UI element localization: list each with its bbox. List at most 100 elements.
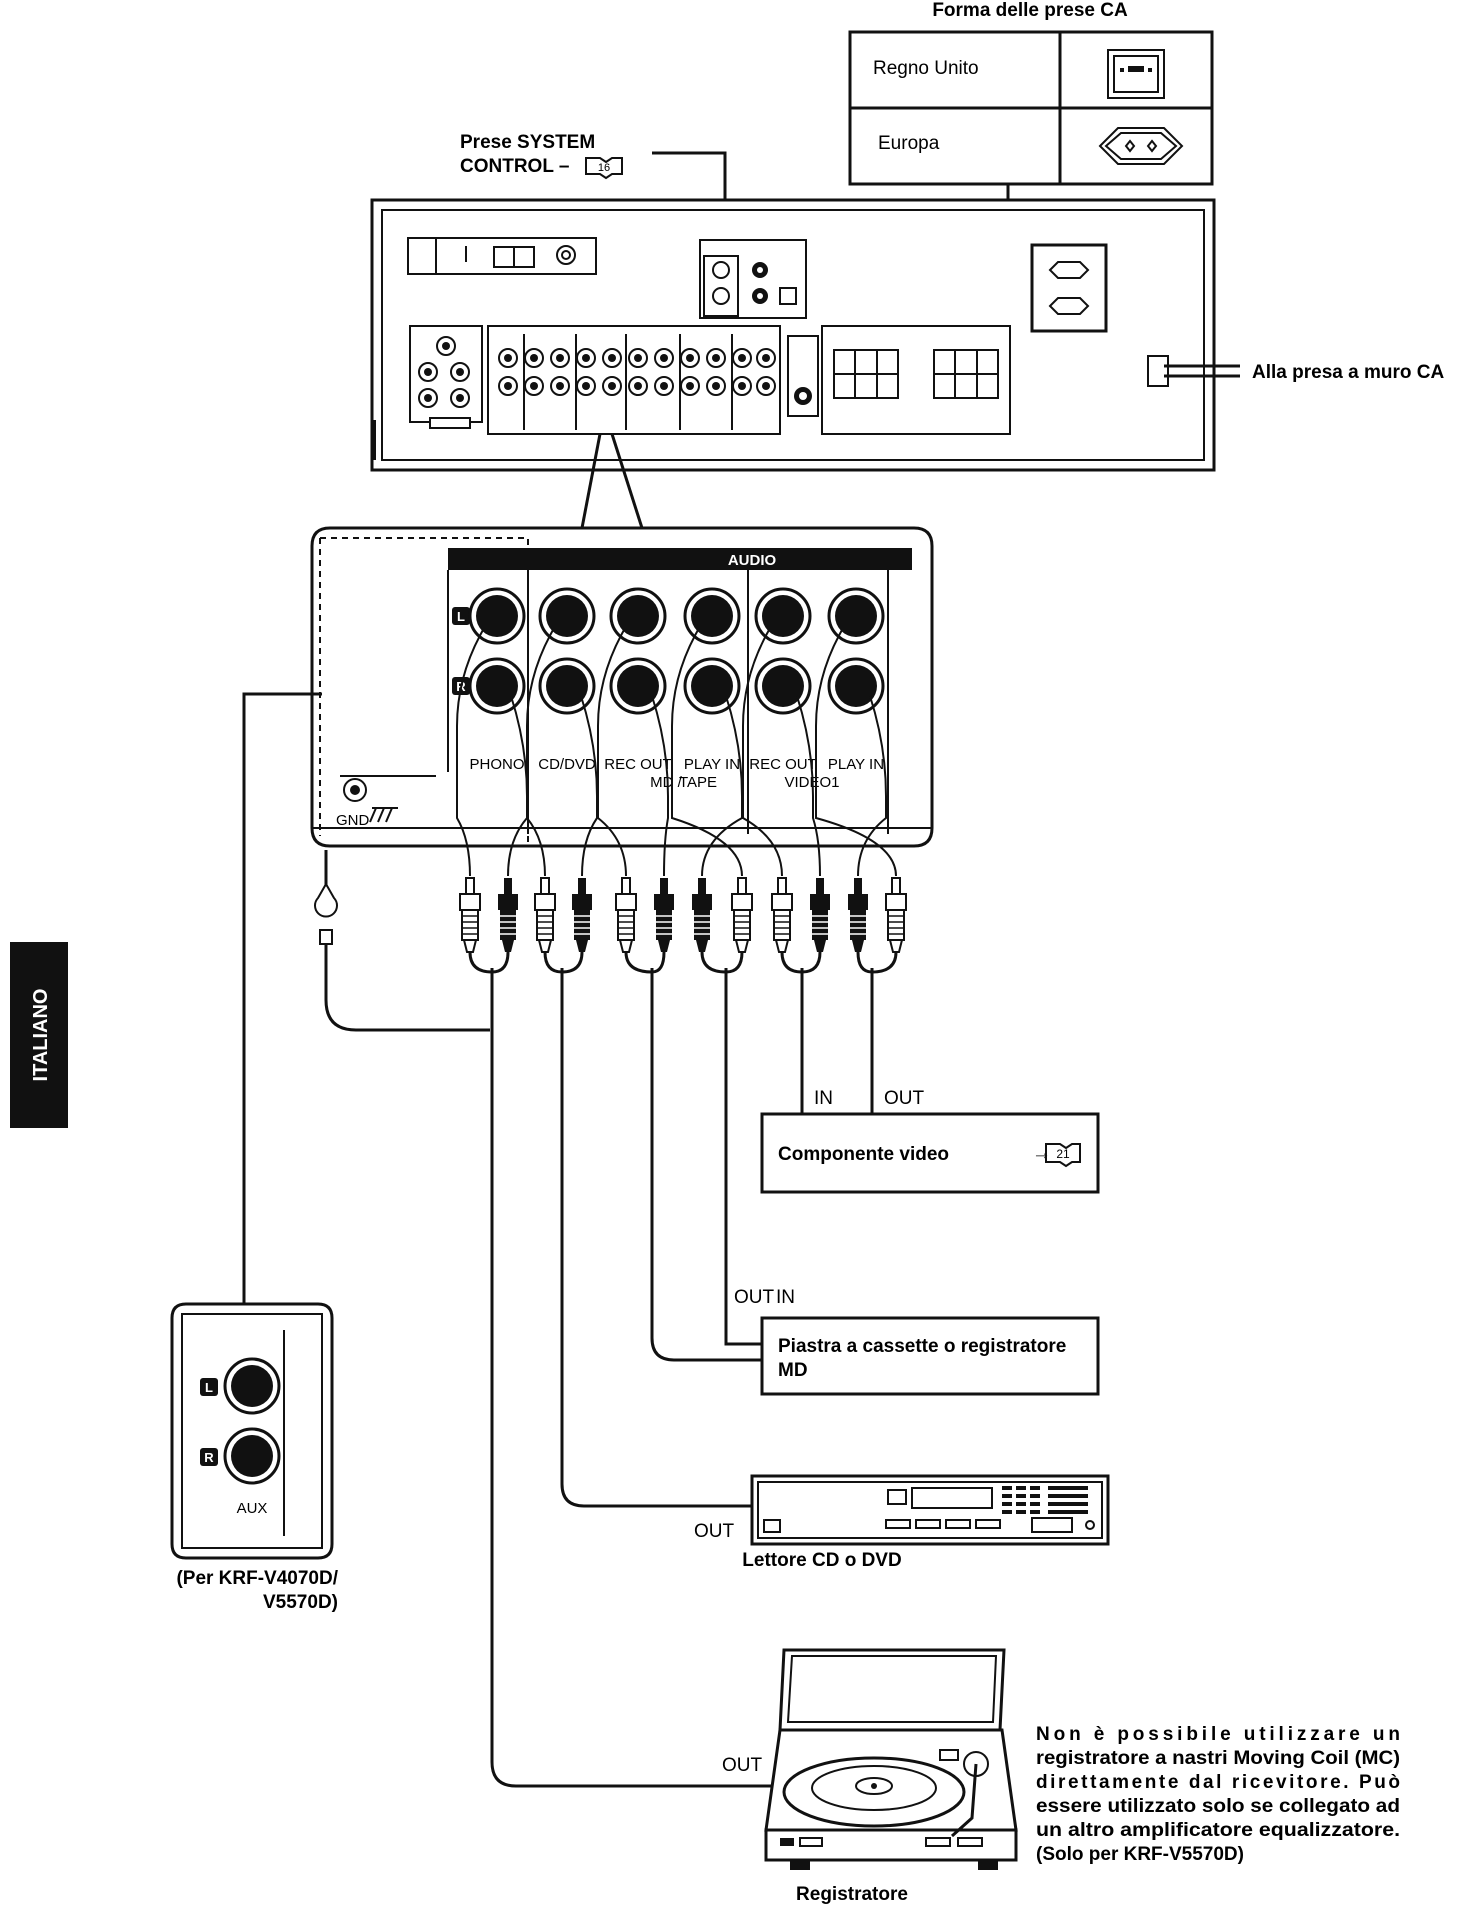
turntable-cable xyxy=(490,968,786,1788)
ground-wire xyxy=(314,850,490,1032)
turntable-icon xyxy=(764,1648,1018,1870)
video-in-label: IN xyxy=(814,1088,833,1109)
svg-text:essere utilizzato solo se coll: essere utilizzato solo se collegato ad xyxy=(1036,1796,1400,1817)
cable-wire xyxy=(671,629,743,877)
speaker-terminal-a xyxy=(833,349,899,399)
gnd-label: GND xyxy=(336,812,370,829)
cable-wire xyxy=(597,629,627,877)
aux-jack-r xyxy=(223,1427,281,1485)
turntable-title: Registratore xyxy=(796,1884,908,1905)
tape-out-label: OUT xyxy=(734,1287,775,1308)
cable-wire xyxy=(815,629,897,877)
svg-text:registratore a nastri Moving C: registratore a nastri Moving Coil (MC) xyxy=(1036,1748,1400,1769)
ac-outlet-uk-label: Regno Unito xyxy=(873,58,979,79)
cable-wire xyxy=(526,629,554,877)
svg-text:→: → xyxy=(1032,1143,1051,1164)
turntable: OUT Registratore Non è possibile utilizz… xyxy=(722,1648,1400,1905)
cd-player: OUT Lettore CD o DVD xyxy=(694,1474,1110,1571)
rca-plug-icon xyxy=(771,877,793,953)
page-ref-book-icon: 16 xyxy=(585,157,623,180)
rca-plug-icon xyxy=(498,878,518,952)
aux-label: AUX xyxy=(237,1500,268,1517)
ac-outlet-europe-label: Europa xyxy=(878,133,940,154)
video-component-box: IN OUT Componente video → 21 xyxy=(760,1088,1100,1194)
video-page-ref: 21 xyxy=(1056,1147,1070,1161)
tape-out-cable xyxy=(650,968,762,1362)
cable-wire xyxy=(456,629,484,877)
cable-wire xyxy=(742,629,783,877)
tape-deck-line1: Piastra a cassette o registratore xyxy=(778,1336,1066,1357)
svg-text:R: R xyxy=(204,1450,214,1465)
svg-text:direttamente dal ricevitore. P: direttamente dal ricevitore. Può xyxy=(1036,1772,1400,1793)
rca-plug-icon xyxy=(534,877,556,953)
rca-plug-icon xyxy=(654,878,674,952)
tape-deck-box: OUT IN Piastra a cassette o registratore… xyxy=(734,1287,1100,1396)
cable-wire xyxy=(857,695,887,877)
channel-l-badge: L xyxy=(452,607,470,625)
aux-jack-l xyxy=(223,1357,281,1415)
audio-header-bar xyxy=(448,548,912,570)
rca-plug-icon xyxy=(615,877,637,953)
rca-plug-icon xyxy=(572,878,592,952)
rca-cables xyxy=(456,629,907,974)
jack-label-1a: PHONO xyxy=(469,756,524,773)
rca-plug-icon xyxy=(459,877,481,953)
rca-plug-icon xyxy=(731,877,753,953)
video-out-label: OUT xyxy=(884,1088,925,1109)
panel-ac-socket-icon xyxy=(1048,261,1090,315)
cd-cable xyxy=(560,968,752,1508)
svg-text:(Solo per KRF-V5570D): (Solo per KRF-V5570D) xyxy=(1036,1844,1244,1865)
jack-label-3a: REC OUT xyxy=(604,756,672,773)
aux-panel: L R AUX xyxy=(170,1302,334,1560)
cd-player-icon xyxy=(750,1474,1110,1546)
aux-channel-r-badge: R xyxy=(200,1448,218,1466)
svg-text:L: L xyxy=(205,1380,213,1395)
language-side-tab: ITALIANO xyxy=(10,942,68,1128)
side-tab-label: ITALIANO xyxy=(30,989,52,1082)
system-control-line1: Prese SYSTEM xyxy=(460,132,595,153)
system-control-callout: Prese SYSTEM CONTROL – 16 xyxy=(460,132,727,270)
rca-plug-icon xyxy=(885,877,907,953)
cd-out-label: OUT xyxy=(694,1521,735,1542)
cable-wire xyxy=(651,695,669,877)
rca-plug-icon xyxy=(810,878,830,952)
video-component-title: Componente video xyxy=(778,1144,949,1165)
panel-rca-jacks xyxy=(498,334,776,430)
tape-in-cable xyxy=(724,968,762,1346)
tape-deck-line2: MD xyxy=(778,1360,808,1381)
turntable-note: Non è possibile utilizzare un registrato… xyxy=(1036,1724,1400,1865)
audio-header-label: AUDIO xyxy=(728,552,777,569)
jack-labels: PHONO CD/DVD REC OUT PLAY IN REC OUT PLA… xyxy=(469,756,884,791)
jack-label-2a: CD/DVD xyxy=(538,756,596,773)
turntable-out-label: OUT xyxy=(722,1755,763,1776)
jack-label-3b: MD / xyxy=(650,774,682,791)
rca-plug-icon xyxy=(692,878,712,952)
ac-outlet-title: Forma delle prese CA xyxy=(932,0,1128,21)
jack-label-5a: REC OUT xyxy=(749,756,817,773)
svg-text:un altro amplificatore equaliz: un altro amplificatore equalizzatore. xyxy=(1036,1820,1400,1841)
cable-wire xyxy=(796,695,821,877)
tape-in-label: IN xyxy=(776,1287,795,1308)
cd-player-title: Lettore CD o DVD xyxy=(742,1550,901,1571)
rca-plug-icon xyxy=(848,878,868,952)
svg-text:L: L xyxy=(457,609,465,624)
gnd-terminal: GND xyxy=(336,775,436,829)
system-control-line2: CONTROL – xyxy=(460,156,569,177)
page-ref-book-icon: → 21 xyxy=(1032,1143,1081,1168)
wall-outlet-label: Alla presa a muro CA xyxy=(1252,362,1444,383)
europe-plug-icon xyxy=(1098,127,1184,165)
jack-label-4a: PLAY IN xyxy=(684,756,740,773)
audio-jacks xyxy=(468,587,885,715)
speaker-terminal-b xyxy=(933,349,999,399)
aux-model-line2: V5570D) xyxy=(263,1592,338,1613)
audio-panel-detail: AUDIO L R PHONO CD/DVD REC OUT PLAY IN R… xyxy=(310,526,934,848)
ground-lug-icon xyxy=(314,881,338,945)
jack-label-4b: TAPE xyxy=(679,774,717,791)
jack-label-6a: PLAY IN xyxy=(828,756,884,773)
aux-cable xyxy=(242,692,322,1304)
system-control-page-ref: 16 xyxy=(598,162,610,174)
svg-text:Non è possibile utilizzare un: Non è possibile utilizzare un xyxy=(1036,1724,1400,1745)
ac-outlet-table: Forma delle prese CA Regno Unito Europa xyxy=(848,0,1214,260)
aux-model-line1: (Per KRF-V4070D/ xyxy=(176,1568,338,1589)
